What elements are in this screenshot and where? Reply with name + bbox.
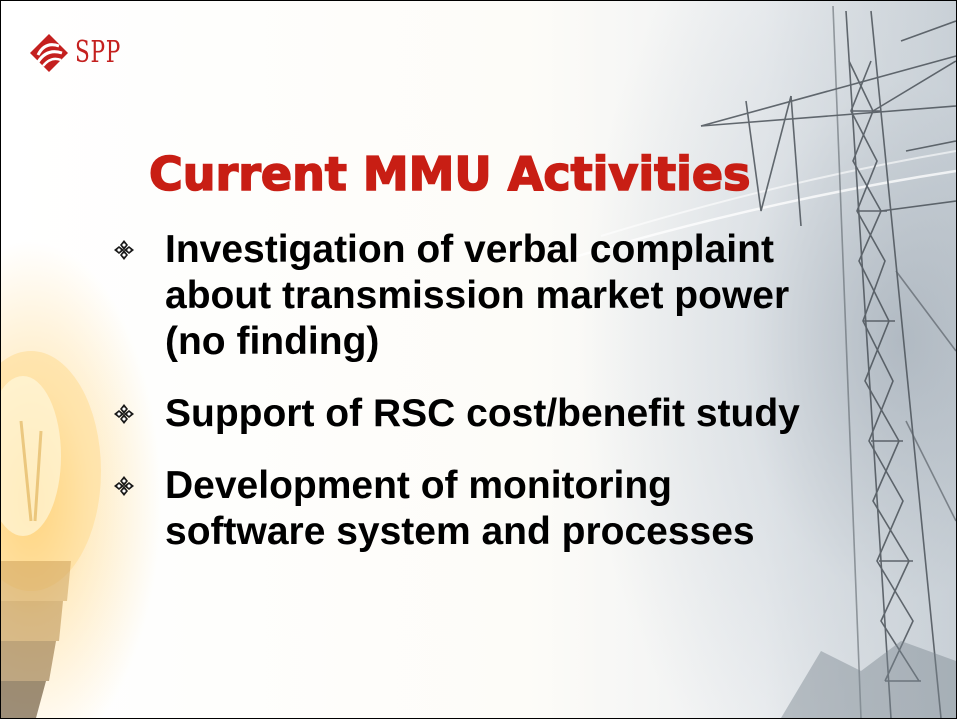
bullet-text: Support of RSC cost/benefit study — [165, 392, 800, 435]
light-bulb-image — [1, 351, 101, 718]
spp-logo-icon — [30, 34, 68, 72]
bullet-item: Development of monitoring software syste… — [111, 463, 831, 555]
transmission-tower-image — [560, 5, 956, 718]
bullet-list: Investigation of verbal complaint about … — [111, 227, 831, 581]
bullet-text: Development of monitoring software syste… — [165, 464, 755, 553]
spp-logo-text: SPP — [75, 35, 122, 70]
slide-title: Current MMU Activities — [148, 146, 751, 202]
diamond-bullet-icon — [114, 240, 134, 260]
diamond-bullet-icon — [114, 404, 134, 424]
mountains-image — [781, 641, 956, 718]
bullet-text: Investigation of verbal complaint about … — [165, 228, 790, 363]
diamond-bullet-icon — [114, 476, 134, 496]
spp-logo: SPP — [29, 33, 139, 73]
bullet-item: Investigation of verbal complaint about … — [111, 227, 831, 365]
bullet-item: Support of RSC cost/benefit study — [111, 391, 831, 437]
